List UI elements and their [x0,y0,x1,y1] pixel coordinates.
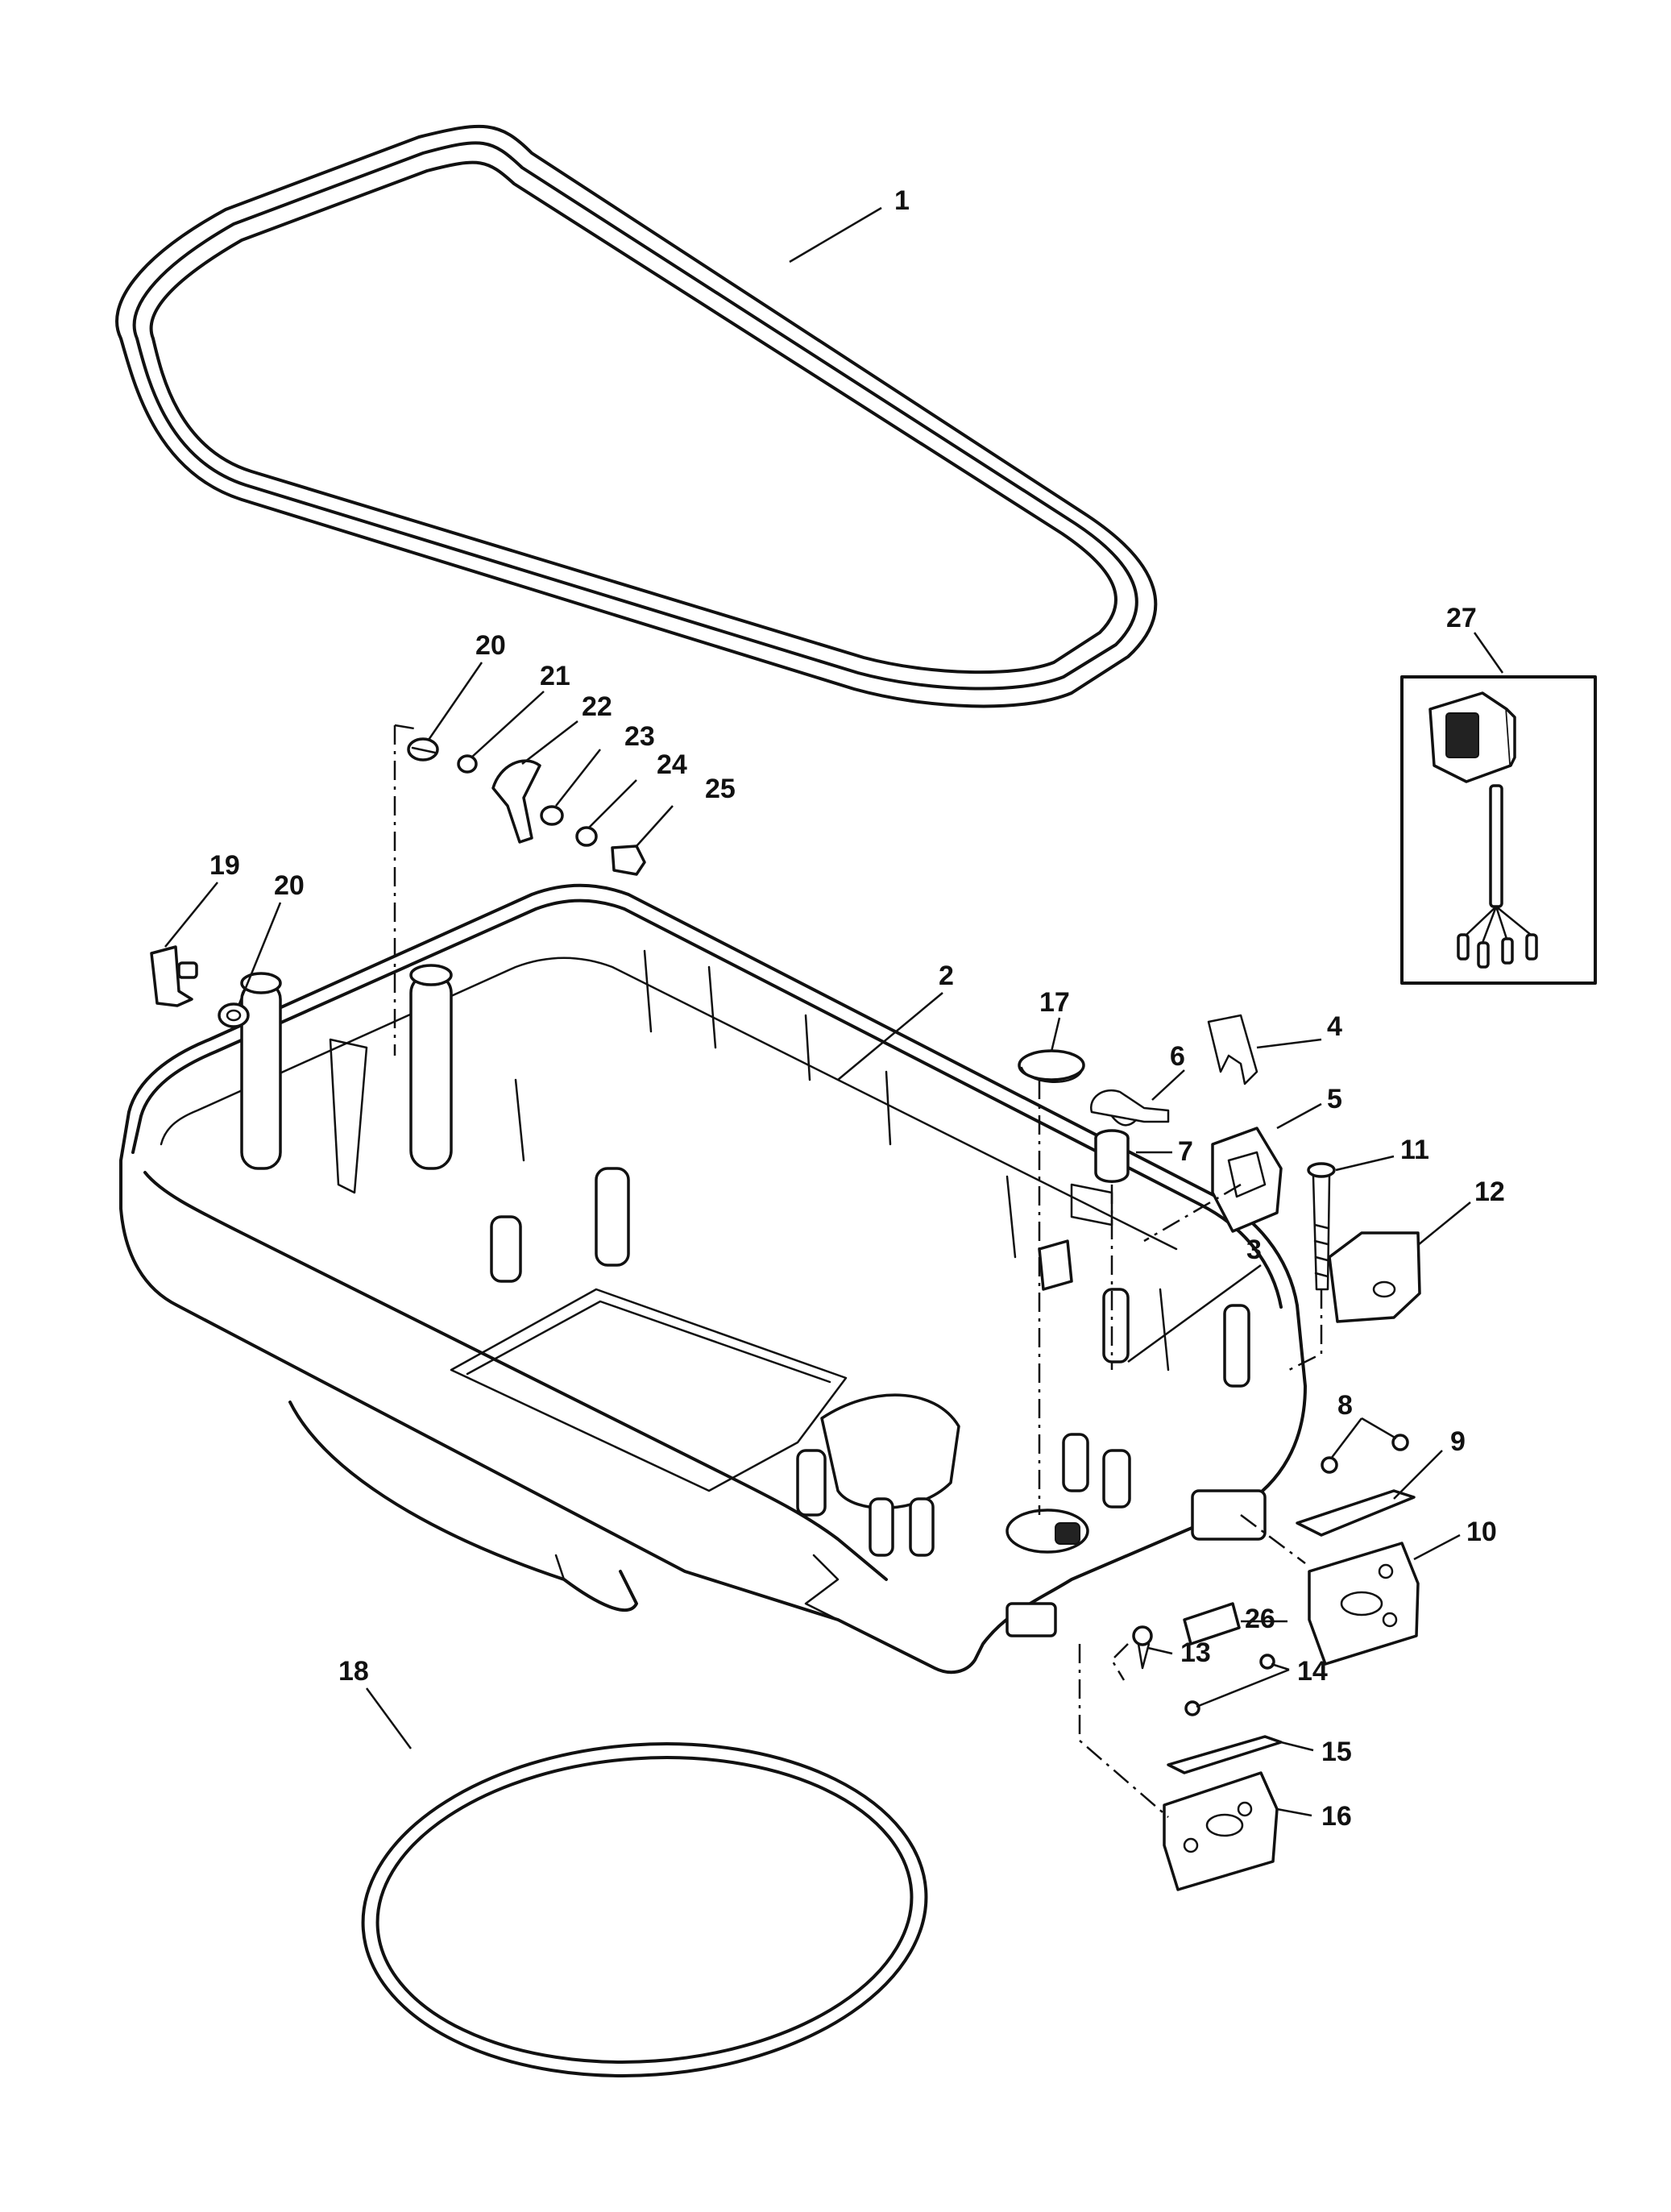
callout-7: 7 [1178,1136,1193,1167]
callout-23: 23 [624,721,655,752]
bracket-6 [1089,1089,1170,1127]
clip-4 [1207,1014,1258,1085]
washer-21 [457,754,478,774]
callout-15: 15 [1321,1737,1352,1767]
callout-14: 14 [1297,1656,1328,1687]
plate-12 [1328,1231,1421,1323]
callout-1: 1 [894,185,910,216]
sleeve-7 [1094,1129,1130,1183]
decal-26 [1183,1602,1241,1646]
grommet-5 [1211,1127,1283,1233]
callout-18: 18 [338,1656,369,1687]
callout-labels: 1 2 3 4 5 6 7 8 9 10 11 12 13 14 15 16 1… [209,185,1505,1832]
bottom-seal-ring [361,1742,928,2077]
washer-24 [575,826,598,847]
callout-2: 2 [939,961,954,991]
screws-14 [1184,1654,1275,1716]
callout-24: 24 [657,749,687,780]
callout-27: 27 [1446,603,1477,633]
bushing-20-upper [407,737,439,762]
callout-19: 19 [209,850,240,881]
callout-16: 16 [1321,1801,1352,1832]
callout-13: 13 [1180,1637,1211,1668]
washer-20-lower [218,1002,250,1028]
callout-22: 22 [582,691,612,722]
callout-17: 17 [1039,987,1070,1018]
callout-25: 25 [705,774,736,804]
leader-lines [164,206,1504,1817]
callout-21: 21 [540,661,570,691]
callout-9: 9 [1450,1426,1466,1457]
callout-20-upper: 20 [475,630,506,661]
screw-25 [611,845,646,876]
washer-23 [540,805,564,826]
callout-6: 6 [1170,1041,1185,1072]
callout-5: 5 [1327,1084,1342,1114]
callout-11: 11 [1400,1135,1429,1165]
grommet-plate-16 [1163,1771,1279,1891]
screws-8 [1321,1434,1409,1474]
callout-26: 26 [1245,1604,1275,1634]
assembly-lines [393,724,1323,1818]
grommet-plate-10 [1308,1542,1420,1666]
switch-harness-27 [1400,675,1597,985]
latch-19 [150,945,198,1007]
top-seal-ring [115,124,1158,708]
callout-4: 4 [1327,1011,1342,1042]
screw-13 [1132,1625,1153,1670]
callout-3: 3 [1246,1235,1262,1265]
bottom-cowl [119,883,1307,1675]
plug-17 [1018,1049,1085,1083]
hook-22 [491,759,541,844]
callout-10: 10 [1466,1517,1497,1547]
callout-8: 8 [1337,1390,1353,1421]
plate-15 [1167,1735,1283,1774]
plate-9 [1296,1489,1416,1537]
callout-12: 12 [1474,1177,1505,1207]
callout-20-lower: 20 [274,870,305,901]
